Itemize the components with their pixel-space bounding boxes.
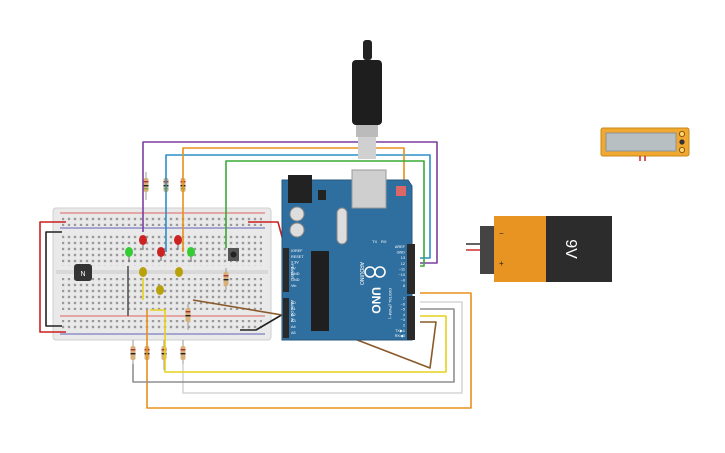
digital-pin-labels-bottom: 7~6 ~54~3 2TX▶1RX◀0: [395, 297, 405, 338]
wire-black[interactable]: [45, 231, 62, 327]
pin-label: GND: [397, 251, 406, 255]
pin-label: 7: [403, 297, 405, 301]
board-model-label: UNO: [369, 287, 383, 314]
battery-minus: −: [499, 229, 504, 238]
pin-label: IOREF: [291, 249, 303, 253]
wire-gray[interactable]: [132, 308, 455, 383]
pin-label: ~3: [401, 318, 405, 322]
pin-label: ~10: [399, 273, 405, 277]
pin-label: A3: [291, 319, 296, 323]
wire-white[interactable]: [182, 301, 463, 394]
pin-label: GND: [291, 278, 300, 282]
led-yellow-1[interactable]: [139, 267, 147, 277]
wire-orange-bottom[interactable]: [146, 292, 472, 409]
pin-label: A2: [291, 313, 296, 317]
pin-label: ~9: [401, 279, 405, 283]
wire-brown[interactable]: [192, 299, 437, 369]
led-red-1[interactable]: [139, 235, 147, 250]
arduino-uno-board[interactable]: UNO ARDUINO DIGITAL (PWM~) POWER ANALOG …: [281, 169, 415, 341]
pin-label: A1: [291, 307, 296, 311]
power-header-label: POWER: [290, 264, 295, 279]
wire-blue[interactable]: [165, 154, 431, 259]
led-yellow-3[interactable]: [156, 285, 164, 295]
analog-header-label: ANALOG IN: [290, 300, 295, 322]
pin-label: ~5: [401, 308, 405, 312]
wire-orange-top[interactable]: [182, 147, 405, 252]
pin-label: RESET: [291, 255, 304, 259]
reset-button[interactable]: [396, 186, 406, 196]
resistor-5[interactable]: [185, 304, 191, 330]
power-jack: [288, 175, 312, 203]
pin-label: 3.3V: [291, 261, 299, 265]
pin-label: A0: [291, 301, 296, 305]
wire-black-2[interactable]: [240, 309, 291, 331]
pin-label: 13: [401, 256, 405, 260]
battery-voltage-label: 9V: [562, 239, 579, 259]
pin-label: 5V: [291, 266, 296, 270]
pushbutton[interactable]: [228, 248, 239, 261]
pin-label: GND: [291, 272, 300, 276]
pin-label: AREF: [395, 245, 406, 249]
wire-purple[interactable]: [142, 141, 438, 264]
pin-label: A5: [291, 331, 296, 335]
pin-label: 8: [403, 284, 405, 288]
digital-header-label: DIGITAL (PWM~): [388, 288, 393, 320]
wire-yellow[interactable]: [150, 309, 447, 373]
pin-label: TX▶1: [395, 329, 405, 333]
pin-label: A4: [291, 325, 296, 329]
board-brand-label: ARDUINO: [358, 262, 364, 285]
battery-plus: +: [499, 259, 504, 268]
transistor-label: N: [80, 271, 85, 278]
led-red-3[interactable]: [174, 235, 182, 250]
led-red-2[interactable]: [157, 247, 165, 261]
pin-label: Vin: [291, 284, 296, 288]
pin-label: ~11: [399, 267, 405, 271]
usb-port: [351, 169, 387, 209]
resistor-1[interactable]: [143, 172, 149, 200]
wire-red[interactable]: [39, 221, 66, 333]
transistor-npn[interactable]: N: [74, 264, 92, 281]
pin-label: ~6: [401, 302, 405, 306]
resistor-4[interactable]: [223, 268, 229, 290]
atmega-chip: [311, 251, 329, 331]
led-yellow-2[interactable]: [175, 267, 183, 277]
arduino-logo: [364, 266, 386, 278]
pin-label: RX◀0: [395, 334, 405, 338]
led-green-1[interactable]: [125, 247, 133, 262]
pin-label: 2: [403, 324, 405, 328]
wires: [39, 141, 472, 409]
led-green-2[interactable]: [187, 247, 195, 262]
tx-led-label: TX: [372, 239, 377, 244]
lcd-module[interactable]: [600, 127, 690, 161]
pin-label: 12: [401, 262, 405, 266]
rx-led-label: RX: [381, 239, 387, 244]
battery-9v[interactable]: 9V − +: [466, 216, 612, 282]
usb-cable[interactable]: [352, 40, 382, 159]
wire-green[interactable]: [225, 160, 425, 267]
pin-label: 4: [403, 313, 405, 317]
